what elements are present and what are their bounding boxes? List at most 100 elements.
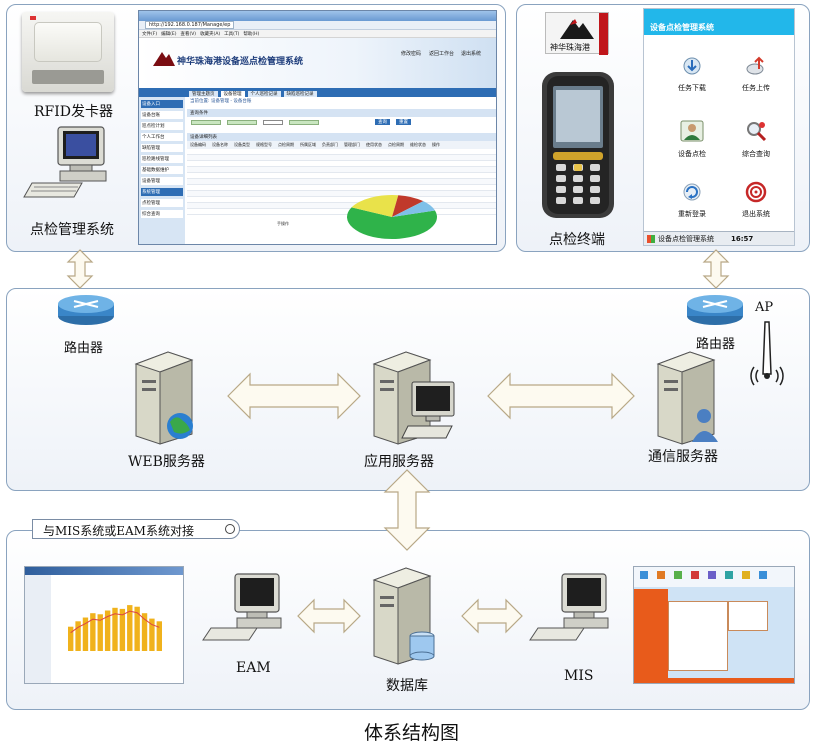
terminal-icon-relogin[interactable]: 重新登录 [672,181,712,219]
link-change-password[interactable]: 修改密码 [401,51,422,57]
arrow-terminal-router [702,249,730,289]
status-text: 手操作 [277,221,289,226]
filter-input[interactable] [289,119,319,125]
table-row[interactable] [187,179,496,185]
filter-input[interactable] [191,119,221,125]
terminal-app-title: 设备点检管理系统 [650,23,714,32]
app-server-label: 应用服务器 [364,454,434,470]
search-button[interactable]: 查询 [375,119,390,125]
link-logout[interactable]: 退出系统 [461,51,482,57]
tab-defect-records[interactable]: 缺陷巡检记录 [283,91,317,97]
menu-edit[interactable]: 编辑(E) [161,31,177,37]
tab-home[interactable]: 管理主题页 [189,91,218,97]
menu-help[interactable]: 帮助(H) [243,31,260,37]
relogin-icon [683,183,701,201]
terminal-icon-inspect[interactable]: 设备点检 [672,119,712,159]
taskbar-title[interactable]: 设备点检管理系统 [658,234,714,243]
logo-text: 神华珠海港 [550,43,590,52]
terminal-label: 点检终端 [549,232,605,248]
sidebar-item[interactable]: 综合查询 [141,210,183,218]
sidebar-item[interactable]: 巡点检计划 [141,122,183,130]
bar-3 [90,613,96,651]
trend-line [70,610,160,634]
diagram-caption: 体系结构图 [364,722,460,744]
sidebar-item[interactable]: 点检管理 [141,199,183,207]
table-row[interactable] [187,197,496,203]
filter-input[interactable] [227,119,257,125]
table-header-cell: 规格型号 [256,142,272,147]
sidebar-item[interactable]: 缺陷管理 [141,144,183,152]
arrow-app-comm [487,372,635,420]
target-icon [225,524,235,534]
app-header: 神华珠海港设备巡点检管理系统 修改密码 返回工作台 退出系统 [139,38,496,88]
table-row[interactable] [187,209,496,215]
app-logo-icon [153,52,175,66]
table-row[interactable] [187,155,496,161]
app-server-icon [372,351,455,445]
terminal-icon-query[interactable]: 综合查询 [736,119,776,159]
sidebar-item[interactable]: 设备管理 [141,177,183,185]
eam-pc-icon [202,573,282,641]
bar-5 [104,610,111,651]
handheld-terminal-image [542,72,614,218]
table-row[interactable] [187,161,496,167]
terminal-icon-exit[interactable]: 退出系统 [736,181,776,219]
tab-equipment[interactable]: 设备管理 [220,91,245,97]
tab-personal-records[interactable]: 个人巡检记录 [247,91,281,97]
pie-slice-3 [392,201,435,217]
sidebar-item[interactable]: 设备入口 [141,100,183,108]
arrow-web-app [227,372,361,420]
table-body [187,149,496,215]
bar-2 [82,617,89,651]
terminal-header: 设备点检管理系统 [644,9,794,35]
table-header-cell: 点检周期 [278,142,294,147]
sidebar-item[interactable]: 系统管理 [141,188,183,196]
sidebar-item[interactable]: 设备台账 [141,111,183,119]
reset-button[interactable]: 重置 [396,119,411,125]
bar-6 [112,607,118,651]
menu-tools[interactable]: 工具(T) [224,31,240,37]
table-row[interactable] [187,149,496,155]
terminal-icon-upload[interactable]: 任务上传 [736,55,776,93]
bar-1 [75,621,81,651]
menu-file[interactable]: 文件(F) [142,31,158,37]
rfid-label: RFID发卡器 [34,104,114,120]
bar-9 [134,606,140,651]
bar-4 [97,614,103,651]
filter-select[interactable] [263,119,283,125]
bar-7 [119,608,126,651]
table-row[interactable] [187,191,496,197]
link-workbench[interactable]: 返回工作台 [429,51,455,57]
table-row[interactable] [187,185,496,191]
app-title: 神华珠海港设备巡点检管理系统 [177,57,304,67]
sidebar-item[interactable]: 基础数据维护 [141,166,183,174]
management-pc-icon [23,126,107,198]
table-title: 设备详细列表 [187,133,496,141]
mis-pc-icon [529,573,609,641]
arrow-db-mis [461,598,523,634]
download-icon [683,57,701,75]
terminal-taskbar: 设备点检管理系统 16:57 [644,231,794,245]
magnifier-icon [747,122,767,142]
menu-view[interactable]: 查看(V) [180,31,197,37]
router-left-icon [58,295,114,325]
address-bar[interactable]: http://192.168.0.187/Manage/ep [145,21,235,29]
menu-favorites[interactable]: 收藏夹(A) [200,31,221,37]
table-row[interactable] [187,203,496,209]
table-header-cell: 设备编码 [190,142,206,147]
browser-titlebar [139,11,496,21]
bar-12 [156,621,162,651]
pie-slice-1 [351,195,399,217]
sidebar-item[interactable]: 巡检路线管理 [141,155,183,163]
table-row[interactable] [187,173,496,179]
terminal-icon-download[interactable]: 任务下载 [672,55,712,93]
eam-label: EAM [236,660,271,676]
bar-10 [141,613,148,651]
filter-section-title: 查询条件 [187,109,496,117]
router-right-label: 路由器 [696,337,736,352]
pie-slice-0 [347,207,437,239]
integration-tab: 与MIS系统或EAM系统对接 [32,519,240,539]
windows-start-icon[interactable] [647,234,655,243]
table-row[interactable] [187,167,496,173]
sidebar-item[interactable]: 个人工作台 [141,133,183,141]
